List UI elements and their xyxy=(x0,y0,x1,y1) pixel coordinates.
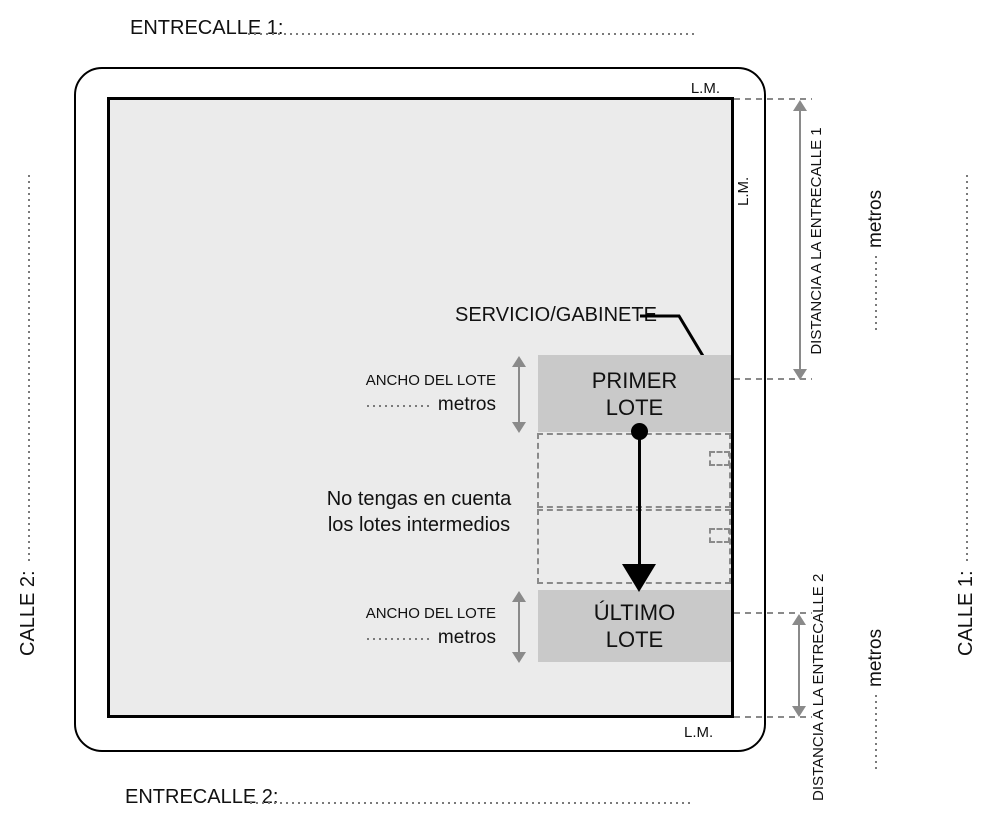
note-text: No tengas en cuenta los lotes intermedio… xyxy=(314,486,524,538)
entrecalle-1-fill-line xyxy=(248,33,697,35)
calle-2-label: CALLE 2: xyxy=(16,175,41,656)
lot-width-top-arrow-icon xyxy=(511,356,527,433)
service-dash-first-lot xyxy=(734,378,812,380)
first-lot-label-line2: LOTE xyxy=(605,395,664,420)
lot-width-top-fill-line xyxy=(366,405,431,407)
lot-width-bottom-fill-line xyxy=(366,638,431,640)
boundary-dash-bottom xyxy=(734,716,812,718)
lots-direction-arrow-head-icon xyxy=(622,564,656,592)
intermediate-lot-1 xyxy=(537,433,731,508)
lot-width-bottom-block: ANCHO DEL LOTE metros xyxy=(316,605,496,649)
calle-2-fill-line xyxy=(27,175,30,562)
lot-width-top-value: metros xyxy=(316,394,496,416)
boundary-dash-top xyxy=(734,98,812,100)
last-lot-box: ÚLTIMO LOTE xyxy=(538,590,731,662)
distance-entrecalle-1-arrow-icon xyxy=(792,100,808,380)
lot-width-bottom-unit: metros xyxy=(437,627,496,648)
lot-width-top-label: ANCHO DEL LOTE xyxy=(365,372,496,389)
lot-width-bottom-value: metros xyxy=(316,627,496,649)
service-cabinet-label: SERVICIO/GABINETE xyxy=(455,304,657,326)
intermediate-service-box-2 xyxy=(709,528,730,543)
calle-1-text: CALLE 1: xyxy=(955,570,977,656)
entrecalle-1-label: ENTRECALLE 1: xyxy=(130,17,284,39)
entrecalle-2-fill-line xyxy=(250,802,693,804)
lots-direction-arrow-shaft xyxy=(638,431,641,566)
municipal-line-label-right: L.M. xyxy=(735,176,752,206)
calle-2-text: CALLE 2: xyxy=(17,570,39,656)
last-lot-label-line2: LOTE xyxy=(605,627,664,652)
municipal-line-label-bottom: L.M. xyxy=(684,724,714,741)
municipal-line-label-top: L.M. xyxy=(690,80,720,97)
entrecalle-2-label: ENTRECALLE 2: xyxy=(125,786,279,808)
lot-width-bottom-label: ANCHO DEL LOTE xyxy=(365,605,496,622)
note-line2: los lotes intermedios xyxy=(327,514,511,536)
service-dash-last-lot xyxy=(734,612,812,614)
distance-1-fill-line xyxy=(875,256,877,330)
distance-entrecalle-2-metros: metros xyxy=(864,629,888,769)
distance-2-fill-line xyxy=(875,695,877,769)
first-lot-label-line1: PRIMER xyxy=(591,368,678,393)
calle-1-label: CALLE 1: xyxy=(954,175,979,656)
distance-entrecalle-2-label: DISTANCIA A LA ENTRECALLE 2 xyxy=(810,573,827,801)
distance-1-unit: metros xyxy=(865,189,886,248)
lot-width-top-unit: metros xyxy=(437,394,496,415)
distance-entrecalle-2-arrow-icon xyxy=(791,614,807,717)
first-lot-box: PRIMER LOTE xyxy=(538,355,731,432)
last-lot-label-line1: ÚLTIMO xyxy=(593,600,676,625)
distance-entrecalle-1-metros: metros xyxy=(864,190,888,330)
lot-width-top-block: ANCHO DEL LOTE metros xyxy=(316,372,496,416)
calle-1-fill-line xyxy=(965,175,968,562)
note-line1: No tengas en cuenta xyxy=(326,488,512,510)
distance-entrecalle-1-label: DISTANCIA A LA ENTRECALLE 1 xyxy=(808,127,825,355)
intermediate-service-box-1 xyxy=(709,451,730,466)
lot-width-bottom-arrow-icon xyxy=(511,591,527,663)
distance-2-unit: metros xyxy=(865,628,886,687)
